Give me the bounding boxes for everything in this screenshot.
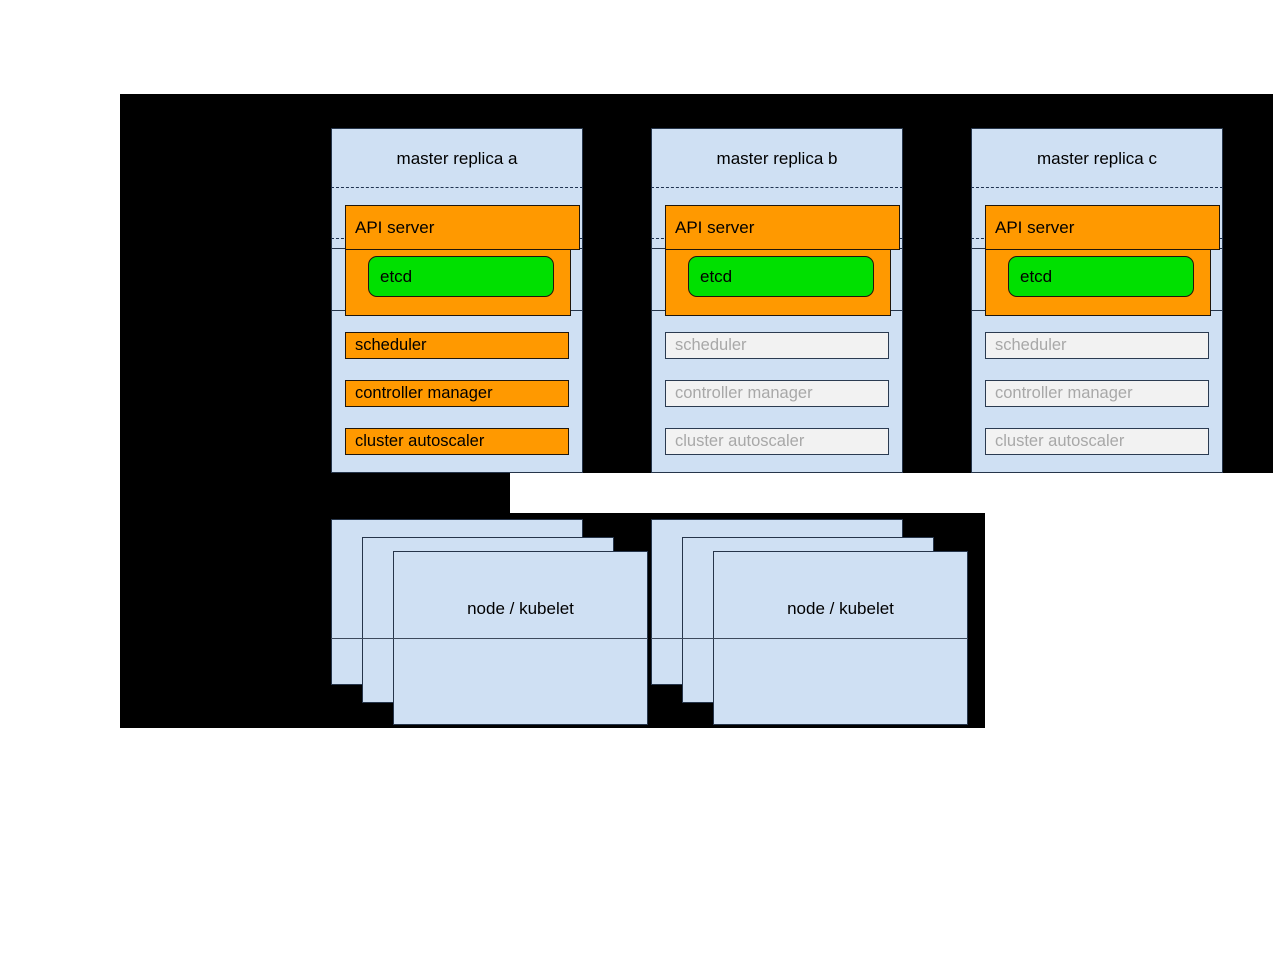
replica-b-etcd-container: etcd [665, 247, 891, 316]
replica-b-controller-manager[interactable]: controller manager [665, 380, 889, 407]
replica-b-etcd[interactable]: etcd [688, 256, 874, 297]
replica-c-scheduler[interactable]: scheduler [985, 332, 1209, 359]
replica-c-cluster-autoscaler[interactable]: cluster autoscaler [985, 428, 1209, 455]
replica-a-etcd[interactable]: etcd [368, 256, 554, 297]
replica-b-divider-dashed-top [651, 187, 903, 188]
node-stack-1-divider [331, 638, 648, 639]
replica-b-scheduler[interactable]: scheduler [665, 332, 889, 359]
replica-b-api-server[interactable]: API server [665, 205, 900, 250]
node-stack-1-label: node / kubelet [467, 599, 574, 618]
replica-a-divider-dashed-top [331, 187, 583, 188]
replica-a-controller-manager[interactable]: controller manager [345, 380, 569, 407]
master-replica-b[interactable]: master replica b etcd API server schedul… [651, 128, 903, 473]
master-replica-a-title: master replica a [396, 149, 518, 168]
master-replica-c[interactable]: master replica c etcd API server schedul… [971, 128, 1223, 473]
node-stack-2-label: node / kubelet [787, 599, 894, 618]
master-replica-b-title: master replica b [716, 149, 838, 168]
master-replica-a[interactable]: master replica a etcd API server schedul… [331, 128, 583, 473]
replica-a-api-server[interactable]: API server [345, 205, 580, 250]
replica-c-etcd-container: etcd [985, 247, 1211, 316]
node-stack-2-divider [651, 638, 968, 639]
replica-c-etcd[interactable]: etcd [1008, 256, 1194, 297]
replica-a-etcd-container: etcd [345, 247, 571, 316]
replica-c-api-server[interactable]: API server [985, 205, 1220, 250]
replica-b-cluster-autoscaler[interactable]: cluster autoscaler [665, 428, 889, 455]
replica-c-divider-dashed-top [971, 187, 1223, 188]
replica-a-cluster-autoscaler[interactable]: cluster autoscaler [345, 428, 569, 455]
replica-a-scheduler[interactable]: scheduler [345, 332, 569, 359]
master-replica-c-title: master replica c [1037, 149, 1157, 168]
replica-c-controller-manager[interactable]: controller manager [985, 380, 1209, 407]
